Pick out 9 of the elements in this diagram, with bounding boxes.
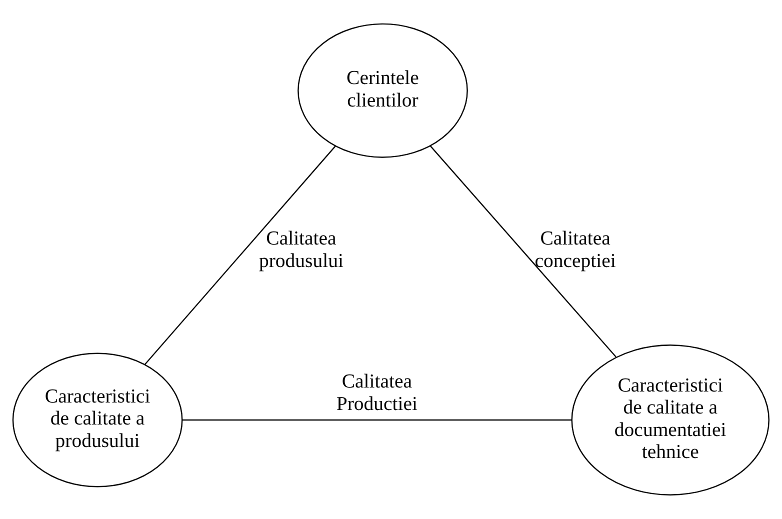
connector: [430, 145, 616, 358]
edge-label: Calitatea produsului: [259, 228, 344, 272]
node-ellipse: Caracteristici de calitate a documentatiei tehnice: [571, 344, 770, 496]
connector: [182, 419, 572, 421]
edge-label: Calitatea Productiei: [336, 370, 418, 415]
edge-label: Calitatea conceptiei: [534, 228, 616, 272]
node-ellipse: Cerintele clientilor: [298, 23, 468, 158]
node-ellipse: Caracteristici de calitate a produsului: [12, 352, 183, 488]
connector: [144, 146, 336, 365]
